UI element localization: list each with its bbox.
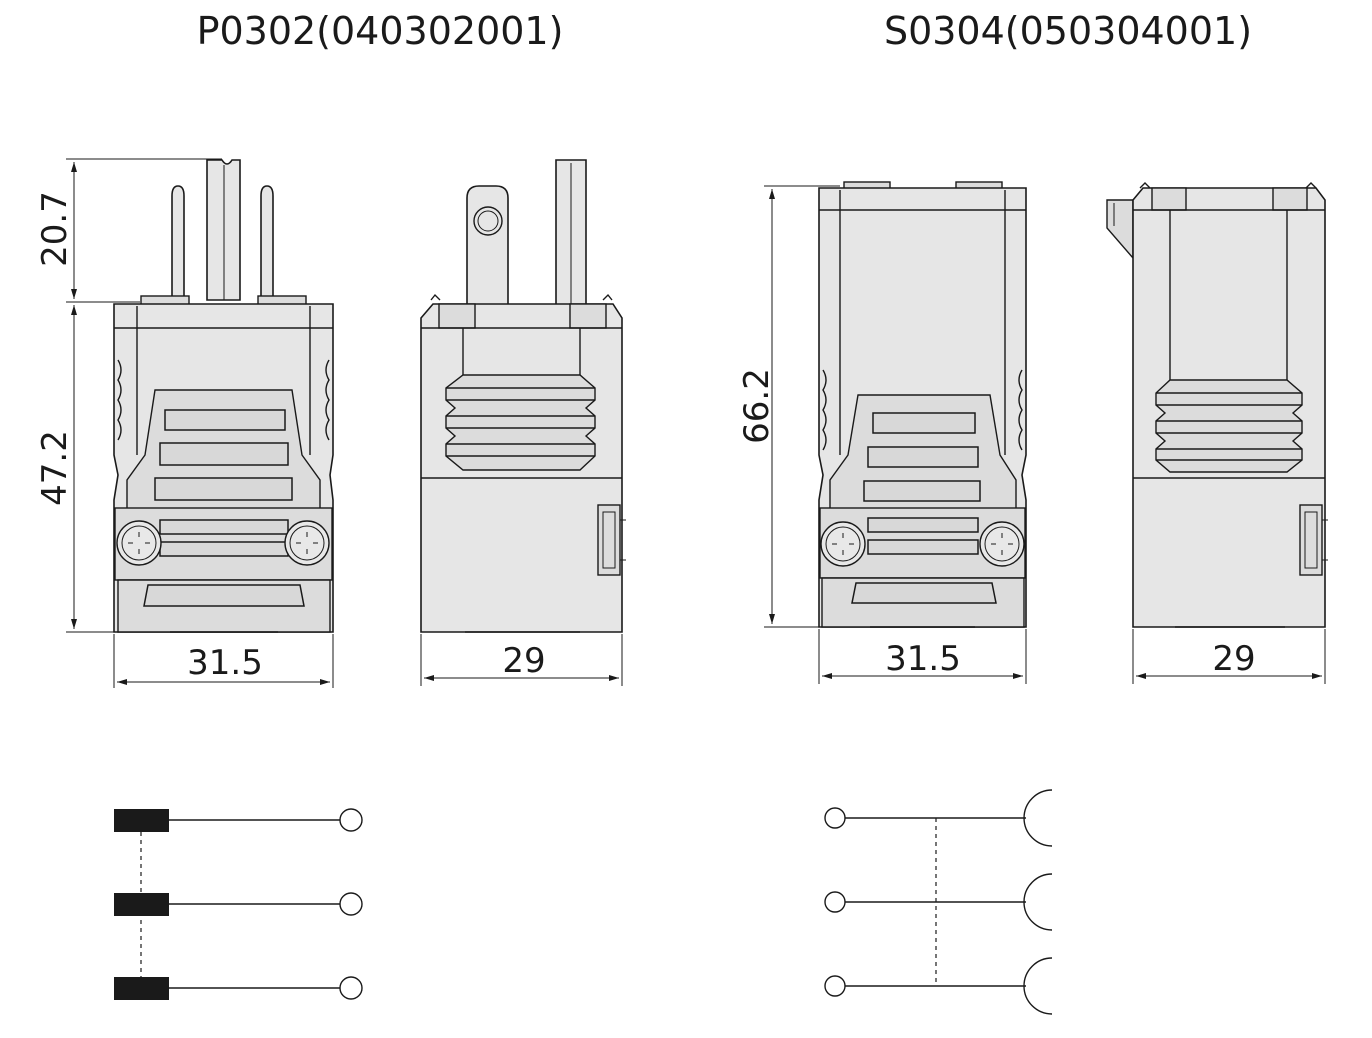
plug-contact [114,892,363,916]
socket-contact [824,957,1053,1015]
plug-side-dimensions: 29 [420,634,623,686]
dim-plug-side-width: 29 [502,641,545,681]
socket-front-dimensions: 66.2 31.5 [737,185,1027,684]
dim-socket-height: 66.2 [737,368,777,444]
plug-screw-left [116,520,162,566]
plug-title: P0302(040302001) [197,9,564,53]
socket-title: S0304(050304001) [884,9,1252,53]
socket-schematic [824,789,1053,1015]
dim-plug-height: 47.2 [35,430,75,506]
plug-contact [114,976,363,1000]
plug-side-view [420,159,626,633]
socket-contact [824,789,1053,847]
plug-front-view [113,159,334,633]
dim-socket-side-width: 29 [1212,639,1255,679]
socket-screw-left [820,521,866,567]
socket-screw-right [979,521,1025,567]
plug-contact [114,808,363,832]
socket-side-dimensions: 29 [1132,629,1326,684]
dim-plug-front-width: 31.5 [187,643,263,683]
dim-socket-front-width: 31.5 [885,639,961,679]
dim-pin-length: 20.7 [35,191,75,267]
plug-schematic [114,808,363,1000]
plug-front-dimensions: 20.7 47.2 31.5 [35,158,334,688]
socket-side-view [1106,182,1328,628]
plug-screw-right [284,520,330,566]
socket-front-view [818,181,1027,628]
socket-contact [824,873,1053,931]
